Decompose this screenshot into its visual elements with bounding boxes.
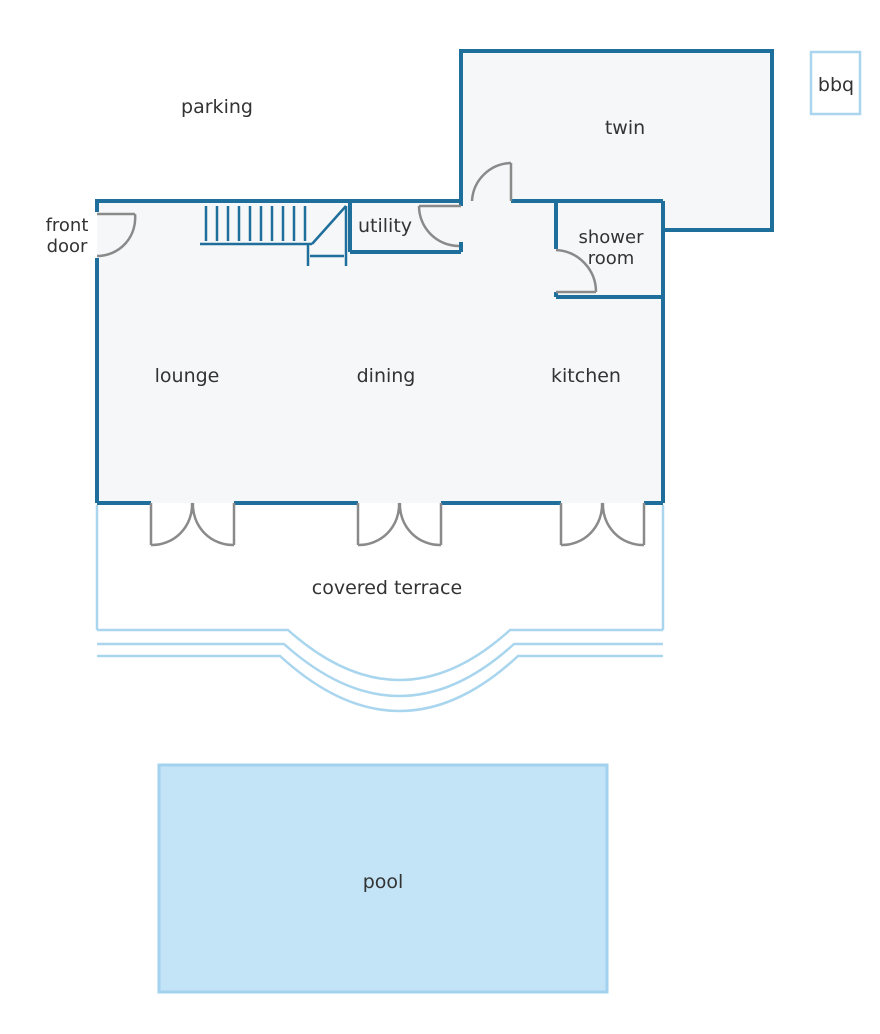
- lounge-label: lounge: [155, 365, 220, 387]
- lounge-terrace-door[interactable]: [149, 502, 236, 547]
- covered-terrace-outline: [95, 505, 665, 713]
- main-house-floor: [97, 51, 772, 503]
- shower-room-label-line1: shower: [579, 227, 645, 248]
- parking-label: parking: [181, 96, 253, 118]
- front-door-label-line2: door: [47, 236, 88, 257]
- pool: [157, 763, 609, 994]
- utility-label: utility: [358, 215, 412, 237]
- dining-label: dining: [357, 365, 416, 387]
- bbq-label: bbq: [818, 74, 854, 96]
- bbq-box: [809, 50, 862, 116]
- utility-door[interactable]: [417, 204, 461, 248]
- twin-door[interactable]: [470, 161, 513, 202]
- staircase: [200, 205, 348, 266]
- dining-terrace-door[interactable]: [356, 502, 443, 547]
- twin-wall: [459, 49, 774, 232]
- kitchen-terrace-door[interactable]: [559, 502, 646, 547]
- kitchen-label: kitchen: [551, 365, 621, 387]
- shower-door[interactable]: [555, 248, 598, 294]
- front-door-label-line1: front: [46, 215, 89, 236]
- covered-terrace-label: covered terrace: [312, 577, 462, 599]
- main-top-wall: [95, 199, 461, 212]
- twin-label: twin: [605, 117, 645, 139]
- pool-label: pool: [363, 871, 404, 893]
- front-door[interactable]: [96, 212, 137, 258]
- shower-room-label-line2: room: [588, 248, 635, 269]
